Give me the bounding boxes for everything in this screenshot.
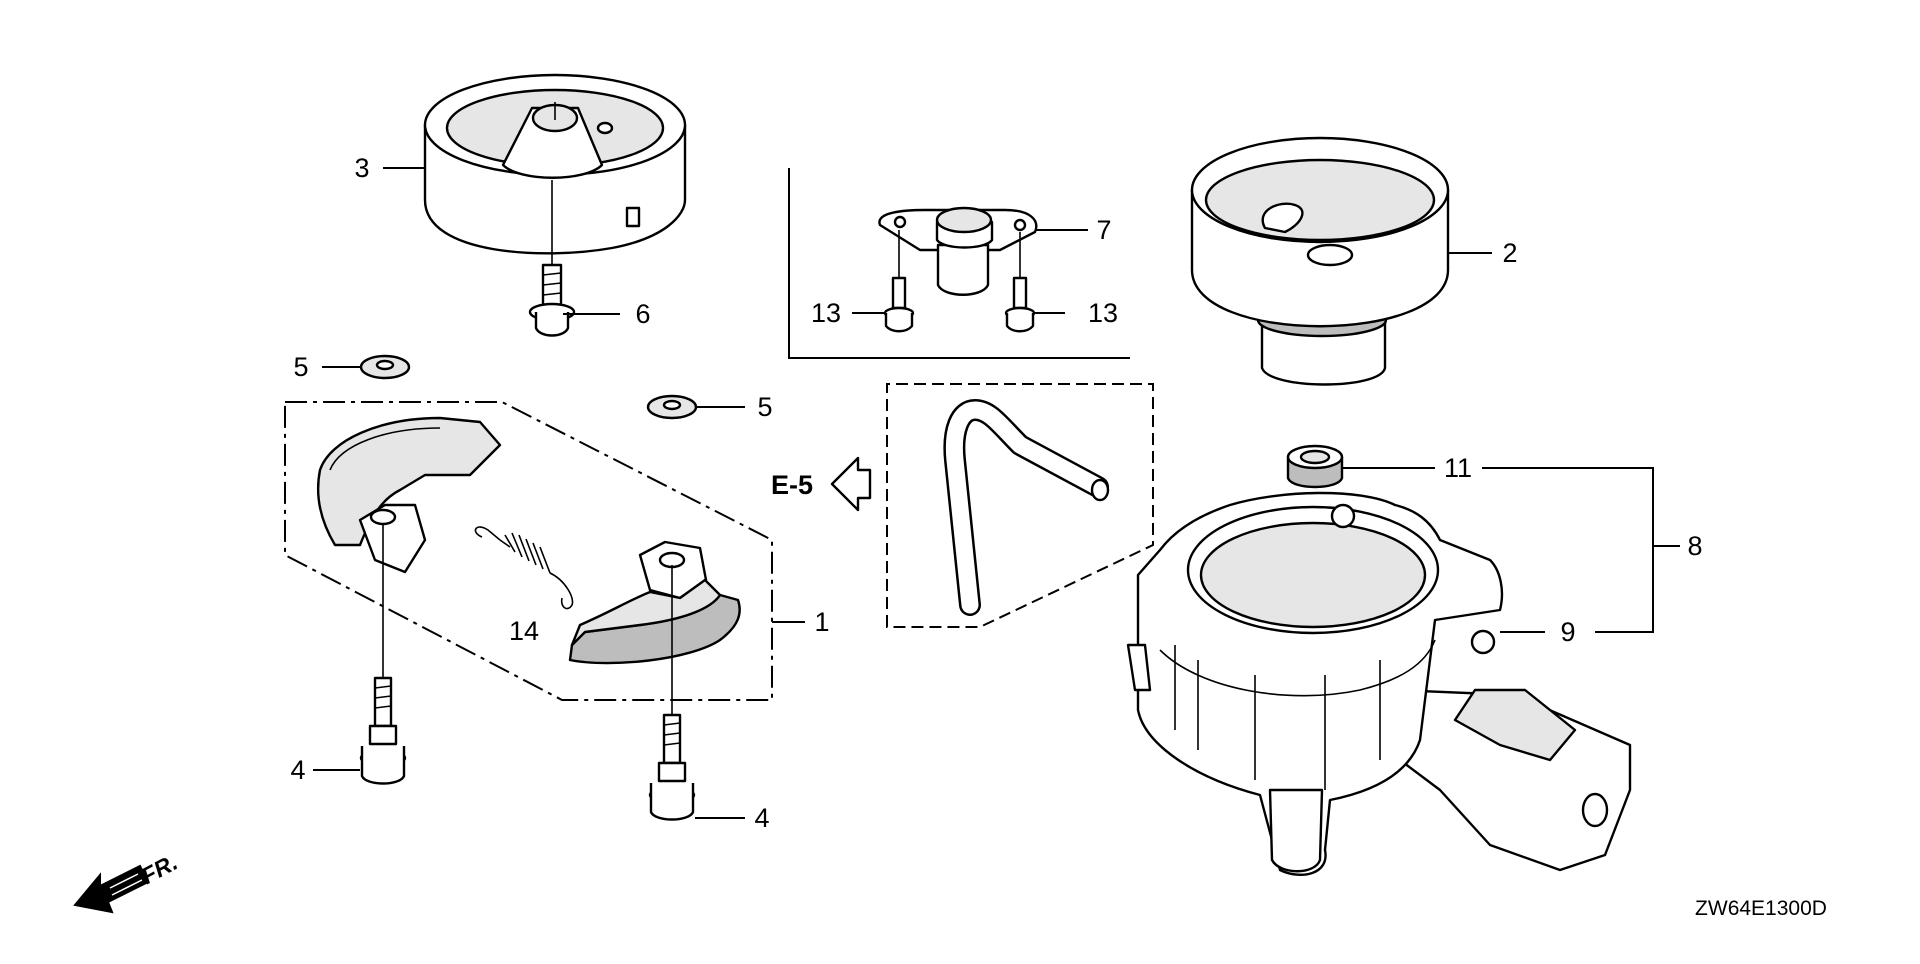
callout-8: 8 <box>1687 531 1702 561</box>
part-1-clutch-shoe-left <box>316 416 502 574</box>
callout-14: 14 <box>509 616 539 646</box>
callout-4-left: 4 <box>290 755 305 785</box>
callout-13-left: 13 <box>811 298 841 328</box>
e5-reference-label: E-5 <box>771 470 813 500</box>
hose-dashed-box <box>886 383 1154 628</box>
part-4-bolt-left <box>359 525 407 785</box>
part-3-clutch-drum <box>423 73 687 255</box>
part-7-plate <box>878 206 1038 296</box>
part-11-oil-seal <box>1286 444 1344 489</box>
e5-reference-arrow <box>830 456 872 512</box>
part-6-bolt <box>528 180 576 337</box>
hose <box>943 399 1110 616</box>
callout-11: 11 <box>1444 453 1472 483</box>
callout-6: 6 <box>635 299 650 329</box>
callout-5-left: 5 <box>293 352 308 382</box>
callout-1: 1 <box>814 607 829 637</box>
callout-9: 9 <box>1560 617 1575 647</box>
part-2-clutch-cup <box>1190 136 1450 386</box>
part-13-screw-right <box>1004 232 1036 333</box>
part-4-bolt-right <box>648 565 696 821</box>
callout-7: 7 <box>1096 215 1111 245</box>
center-frame-bracket <box>788 168 1130 359</box>
part-9-housing <box>1126 491 1632 877</box>
drawing-code: ZW64E1300D <box>1695 897 1827 920</box>
leader-lines <box>313 167 1680 819</box>
part-14-spring <box>474 526 574 610</box>
callout-4-right: 4 <box>754 803 769 833</box>
front-direction-arrow <box>73 864 150 914</box>
part-1-clutch-shoe-right <box>568 540 741 665</box>
callout-13-right: 13 <box>1088 298 1118 328</box>
callout-3: 3 <box>354 153 369 183</box>
callout-5-right: 5 <box>757 392 772 422</box>
callout-2: 2 <box>1502 238 1517 268</box>
part-5-washer-left <box>359 354 411 380</box>
part-5-washer-right <box>646 394 698 420</box>
part-13-screw-left <box>883 230 915 333</box>
